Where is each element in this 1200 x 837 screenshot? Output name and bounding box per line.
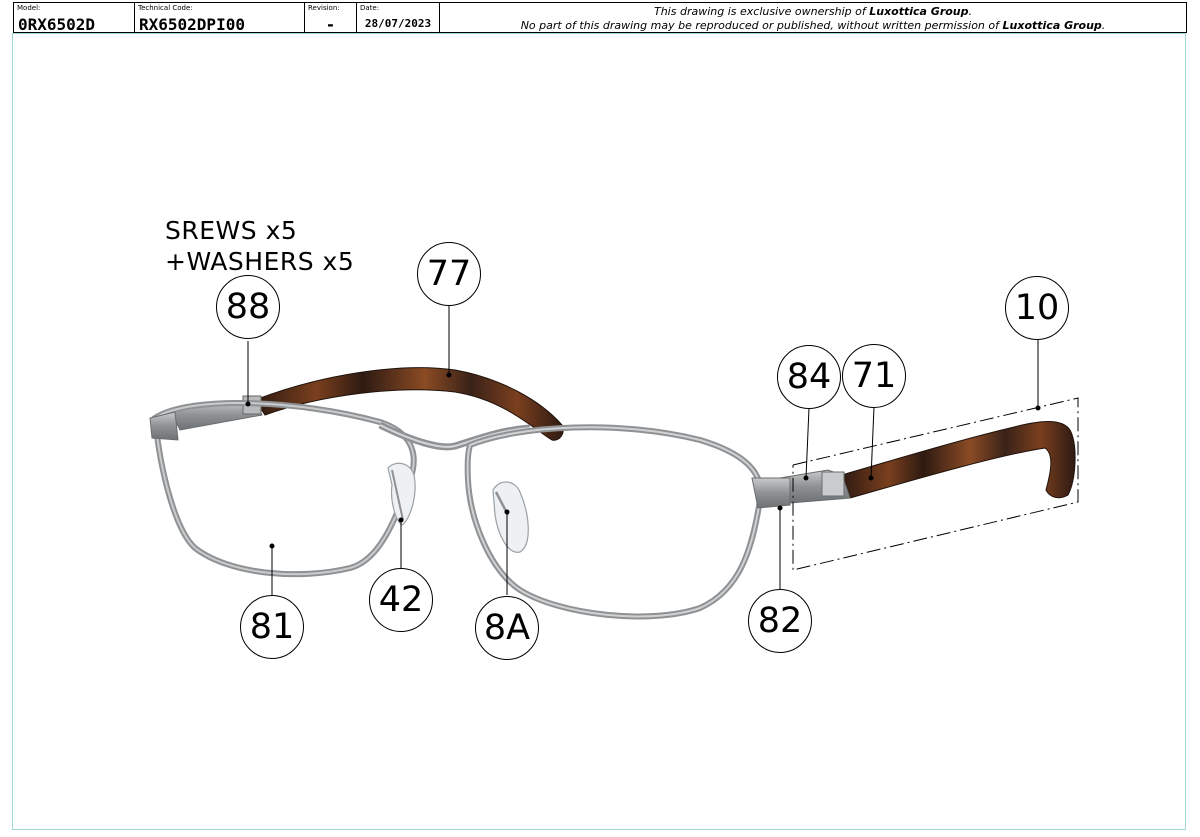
reproduction-notice: No part of this drawing may be reproduce… <box>520 19 1106 32</box>
tech-code-label: Technical Code: <box>138 4 193 12</box>
revision-cell: Revision: - <box>305 3 357 34</box>
tech-code-value: RX6502DPI00 <box>139 15 245 34</box>
callout-42: 42 <box>369 568 433 632</box>
washers-note: +WASHERS x5 <box>165 247 355 276</box>
drawing-frame <box>12 33 1186 830</box>
back-temple <box>254 367 564 441</box>
callout-71: 71 <box>842 344 906 408</box>
left-endpiece <box>149 411 179 441</box>
callout-88: 88 <box>216 275 280 339</box>
title-block: Model: 0RX6502D Technical Code: RX6502DP… <box>13 2 1187 34</box>
callout-77: 77 <box>417 242 481 306</box>
callout-8a: 8A <box>475 596 539 660</box>
date-label: Date: <box>360 4 380 12</box>
left-rim <box>151 399 417 578</box>
ownership-notice-cell: This drawing is exclusive ownership of L… <box>440 3 1186 32</box>
model-cell: Model: 0RX6502D <box>14 3 135 34</box>
callout-84: 84 <box>777 345 841 409</box>
leader-lines <box>245 305 1041 595</box>
revision-label: Revision: <box>308 4 340 12</box>
callout-10: 10 <box>1005 276 1069 340</box>
tech-code-cell: Technical Code: RX6502DPI00 <box>135 3 305 34</box>
front-hinge-block <box>821 471 845 497</box>
model-label: Model: <box>17 4 41 12</box>
front-temple <box>841 421 1076 499</box>
date-cell: Date: 28/07/2023 <box>357 3 440 32</box>
temple-detail-box <box>792 397 1079 571</box>
left-nose-pad <box>387 462 416 526</box>
date-value: 28/07/2023 <box>364 17 432 30</box>
model-value: 0RX6502D <box>18 15 96 34</box>
screws-note: SREWS x5 <box>165 216 298 245</box>
right-nose-pad <box>492 481 529 553</box>
callout-81: 81 <box>240 595 304 659</box>
callout-82: 82 <box>748 589 812 653</box>
ownership-notice: This drawing is exclusive ownership of L… <box>653 5 973 18</box>
right-endpiece <box>751 477 791 509</box>
revision-value: - <box>325 15 336 34</box>
